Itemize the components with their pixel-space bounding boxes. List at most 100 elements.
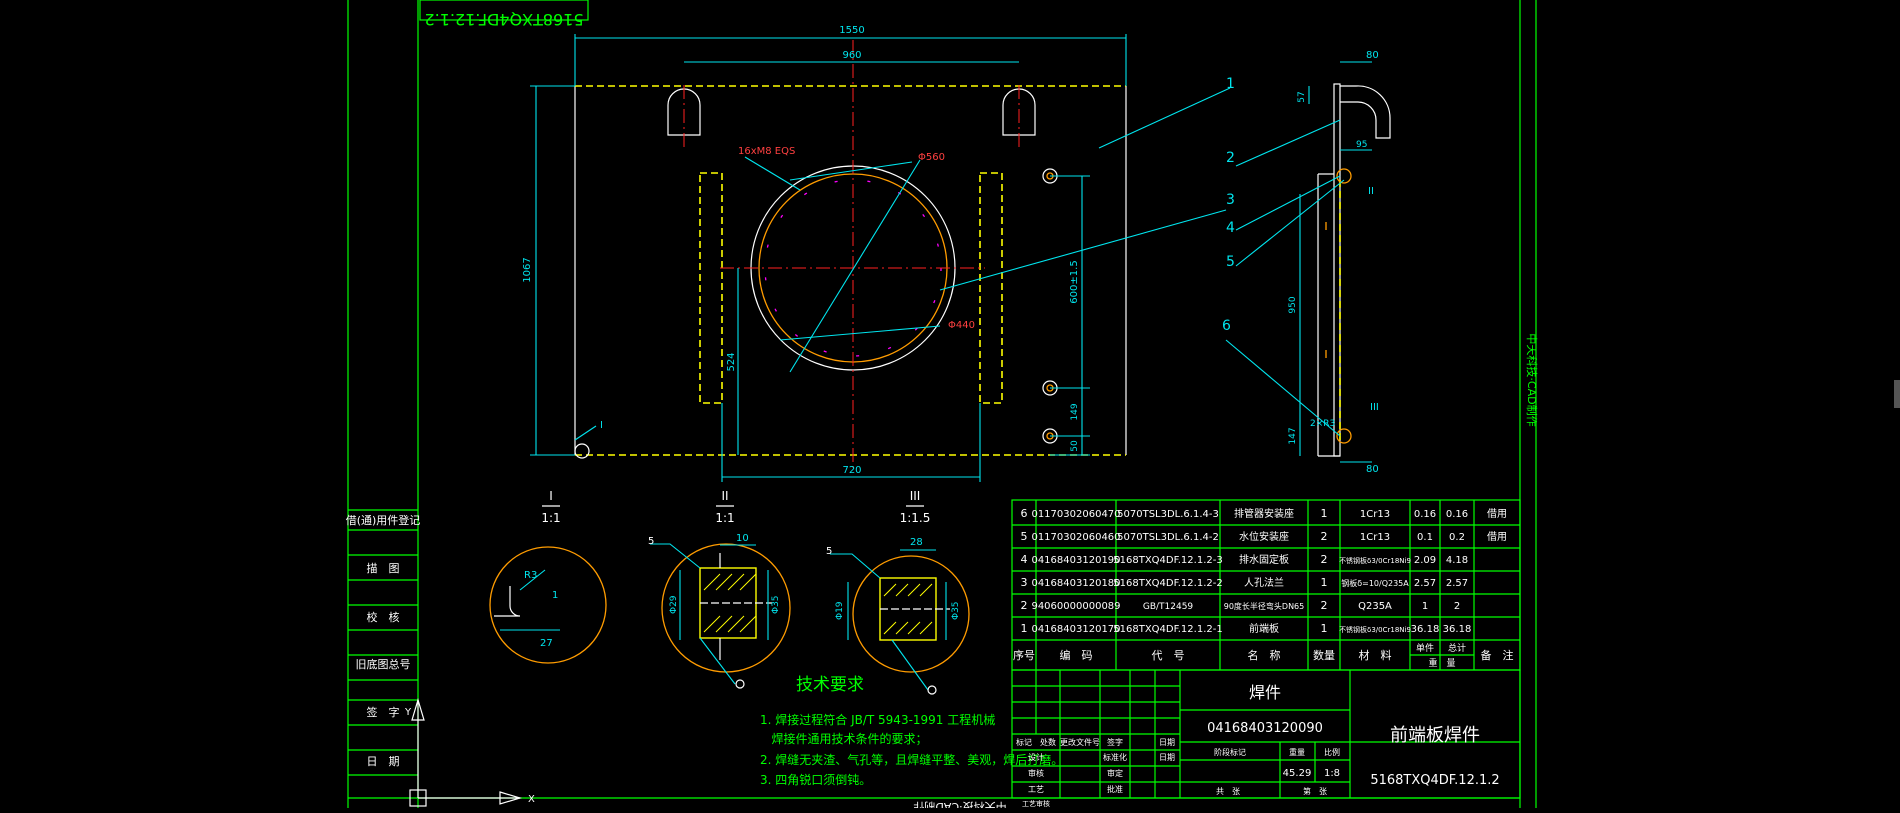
svg-text:序号: 序号 (1013, 648, 1035, 662)
title-drawing-no: 5168TXQ4DF.12.1.2 (1370, 773, 1499, 788)
svg-text:0.16: 0.16 (1446, 509, 1468, 520)
side-dim-bottom: 80 (1366, 464, 1379, 475)
svg-text:不锈钢板δ3/0Cr18Ni9: 不锈钢板δ3/0Cr18Ni9 (1339, 625, 1411, 634)
left-row-0: 借(通)用件登记 (346, 513, 421, 527)
tech-line-3: 2. 焊缝无夹渣、气孔等，且焊缝平整、美观，焊后打磨。 (760, 752, 1063, 767)
svg-text:水位安装座: 水位安装座 (1239, 530, 1289, 543)
svg-text:01170302060460: 01170302060460 (1031, 532, 1120, 543)
svg-text:5168TXQ4DF.12.1.2-1: 5168TXQ4DF.12.1.2-1 (1113, 624, 1222, 635)
tech-line-1: 1. 焊接过程符合 JB/T 5943-1991 工程机械 (760, 712, 995, 727)
side-dim-57: 57 (1297, 91, 1307, 102)
svg-text:1Cr13: 1Cr13 (1360, 509, 1390, 520)
svg-text:04168403120190: 04168403120190 (1031, 555, 1120, 566)
dia-inner: Φ440 (948, 320, 975, 331)
bottom-label-inverted: 中天科技·CAD制作 (913, 800, 1006, 808)
svg-text:0.1: 0.1 (1417, 532, 1433, 543)
side-detail-III: III (1370, 402, 1379, 413)
leader-6: 6 (1222, 318, 1231, 334)
title-category: 焊件 (1249, 683, 1281, 702)
bom-row-2: 2 94060000000089 GB/T12459 90度长半径弯头DN65 … (1021, 599, 1461, 612)
svg-text:36.18: 36.18 (1411, 624, 1440, 635)
detail-1-dim1: 1 (552, 590, 558, 601)
svg-text:不锈钢板δ3/0Cr18Ni9: 不锈钢板δ3/0Cr18Ni9 (1339, 556, 1411, 565)
role2-1: 审定 (1107, 768, 1123, 778)
svg-text:总计: 总计 (1448, 642, 1466, 654)
bom-row-1: 1 04168403120170 5168TXQ4DF.12.1.2-1 前端板… (1021, 622, 1472, 635)
side-dim-950: 950 (1288, 296, 1298, 313)
svg-text:6: 6 (1021, 507, 1028, 520)
role2-0: 标准化 (1103, 752, 1127, 762)
svg-text:90度长半径弯头DN65: 90度长半径弯头DN65 (1224, 601, 1305, 611)
weight-label: 重量 (1289, 747, 1305, 757)
role-2: 工艺 (1028, 785, 1044, 794)
dim-overall-width: 1550 (839, 25, 864, 36)
detail-1-roman: I (549, 489, 553, 503)
sheets-total: 共 张 (1216, 787, 1240, 796)
vertical-scrollbar[interactable] (1894, 380, 1900, 408)
bom-row-4: 4 04168403120190 5168TXQ4DF.12.1.2-3 排水固… (1021, 553, 1469, 566)
detail-1-r: R3 (524, 570, 537, 581)
svg-text:2: 2 (1321, 553, 1328, 566)
bom-row-6: 6 01170302060470 5070TSL3DL.6.1.4-3 排管器安… (1021, 507, 1508, 520)
bom-header: 序号 编 码 代 号 名 称 数量 材 料 单件 总计 重 量 备 注 (1013, 642, 1514, 669)
rev-header-1: 处数 (1040, 737, 1056, 747)
left-row-5: 日 期 (367, 755, 400, 768)
bom-row-5: 5 01170302060460 5070TSL3DL.6.1.4-2 水位安装… (1021, 530, 1508, 543)
svg-text:借用: 借用 (1487, 508, 1507, 520)
detail-3-roman: III (910, 489, 921, 503)
leader-4: 4 (1226, 220, 1235, 236)
svg-text:4.18: 4.18 (1446, 555, 1468, 566)
side-dim-2xR3: 2×R3 (1310, 419, 1335, 429)
leader-5: 5 (1226, 254, 1235, 270)
svg-text:4: 4 (1021, 553, 1028, 566)
dim-hole-spacing: 960 (842, 50, 861, 61)
role2-2: 批准 (1107, 784, 1123, 794)
bom-row-3: 3 04168403120180 5168TXQ4DF.12.1.2-2 人孔法… (1021, 576, 1469, 589)
top-title-inverted: 5168TXQ4DF.12.1.2 (424, 10, 583, 29)
svg-text:5168TXQ4DF.12.1.2-2: 5168TXQ4DF.12.1.2-2 (1113, 578, 1222, 589)
title-part-code: 04168403120090 (1207, 721, 1323, 736)
left-sign-column (348, 509, 418, 799)
svg-text:备 注: 备 注 (1481, 648, 1514, 662)
svg-text:2.09: 2.09 (1414, 555, 1436, 566)
role-0: 设计 (1028, 752, 1044, 762)
svg-text:GB/T12459: GB/T12459 (1143, 602, 1194, 612)
side-dim-147: 147 (1288, 427, 1298, 444)
dim-bottom: 720 (842, 465, 861, 476)
left-row-1: 描 图 (367, 561, 400, 575)
side-dim-top: 80 (1366, 50, 1379, 61)
svg-text:排管器安装座: 排管器安装座 (1234, 507, 1294, 520)
tech-title: 技术要求 (796, 675, 864, 695)
svg-text:数量: 数量 (1313, 649, 1335, 662)
svg-text:04168403120170: 04168403120170 (1031, 624, 1120, 635)
svg-text:1: 1 (1321, 576, 1328, 589)
dim-b2: 50 (1070, 440, 1080, 452)
left-row-3: 旧底图总号 (356, 657, 411, 671)
dim-height: 1067 (522, 257, 533, 282)
svg-text:Q235A: Q235A (1358, 601, 1392, 612)
drawing-frame (347, 0, 1537, 808)
svg-text:2.57: 2.57 (1414, 578, 1436, 589)
svg-text:编 码: 编 码 (1060, 648, 1093, 662)
detail-3-w: 5 (826, 546, 832, 557)
svg-text:前端板: 前端板 (1249, 622, 1279, 635)
svg-text:36.18: 36.18 (1443, 624, 1472, 635)
svg-text:3: 3 (1021, 576, 1028, 589)
leader-1: 1 (1226, 76, 1235, 92)
side-view (1225, 61, 1391, 463)
title-block-grid (1011, 669, 1521, 799)
svg-text:钢板δ=10/Q235A: 钢板δ=10/Q235A (1341, 578, 1409, 588)
title-weight: 45.29 (1283, 768, 1312, 779)
svg-text:1: 1 (1321, 507, 1328, 520)
detail-2-left: Φ29 (669, 595, 679, 614)
svg-text:人孔法兰: 人孔法兰 (1244, 576, 1284, 589)
tech-line-2: 焊接件通用技术条件的要求； (760, 731, 927, 746)
svg-text:1: 1 (1321, 622, 1328, 635)
svg-text:01170302060470: 01170302060470 (1031, 509, 1120, 520)
detail-2-right: Φ35 (771, 595, 781, 614)
svg-text:5070TSL3DL.6.1.4-3: 5070TSL3DL.6.1.4-3 (1117, 509, 1219, 520)
svg-text:1: 1 (1422, 601, 1428, 612)
detail-1-dim2: 27 (540, 638, 553, 649)
role-1: 审核 (1028, 768, 1044, 778)
